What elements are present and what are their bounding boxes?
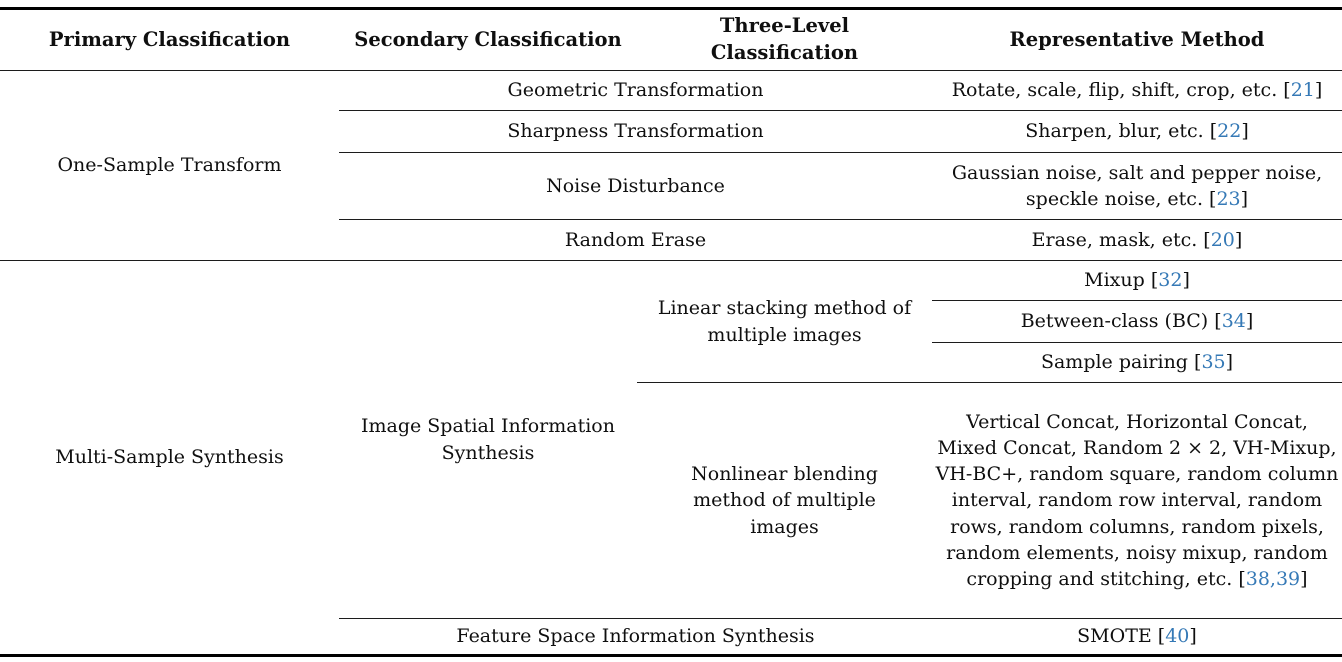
header-label: Three-Level Classification bbox=[710, 14, 859, 64]
bracket-close: ] bbox=[1240, 188, 1249, 210]
bracket-close: ] bbox=[1225, 351, 1234, 374]
cell-method-nonlinear-blending: Vertical Concat, Horizontal Concat, Mixe… bbox=[932, 382, 1342, 619]
method-text: Mixup bbox=[1084, 269, 1151, 292]
table-row-noise: Noise Disturbance Gaussian noise, salt a… bbox=[0, 152, 1342, 220]
cell-classification-noise: Noise Disturbance bbox=[339, 152, 932, 220]
cell-method-geometric: Rotate, scale, flip, shift, crop, etc. [… bbox=[932, 70, 1342, 111]
header-label: Secondary Classification bbox=[354, 27, 622, 51]
bracket-open: [ bbox=[1209, 120, 1218, 143]
bracket-open: [ bbox=[1194, 351, 1202, 374]
cell-classification-sharpness: Sharpness Transformation bbox=[339, 110, 932, 153]
citation-link[interactable]: 32 bbox=[1158, 269, 1183, 292]
cell-three-level-nonlinear-blending: Nonlinear blending method of multiple im… bbox=[637, 382, 932, 619]
col-header-representative-method: Representative Method bbox=[932, 8, 1342, 71]
cell-secondary-image-spatial: Image Spatial Information Synthesis bbox=[339, 260, 637, 619]
method-text: SMOTE bbox=[1077, 625, 1158, 648]
method-text: Gaussian noise, salt and pepper noise, s… bbox=[951, 161, 1323, 210]
cell-method-between-class: Between-class (BC) [34] bbox=[932, 300, 1342, 343]
cell-method-random-erase: Erase, mask, etc. [20] bbox=[932, 219, 1342, 261]
cell-three-level-linear-stacking: Linear stacking method of multiple image… bbox=[637, 260, 932, 383]
header-label: Primary Classification bbox=[48, 27, 291, 51]
bracket-open: [ bbox=[1157, 625, 1166, 648]
table-row-feature-space: Feature Space Information Synthesis SMOT… bbox=[0, 618, 1342, 656]
cell-method-noise: Gaussian noise, salt and pepper noise, s… bbox=[932, 152, 1342, 220]
bracket-close: ] bbox=[1300, 568, 1308, 591]
table-row-random-erase: Random Erase Erase, mask, etc. [20] bbox=[0, 219, 1342, 261]
cell-method-sample-pairing: Sample pairing [35] bbox=[932, 342, 1342, 383]
bracket-close: ] bbox=[1189, 625, 1197, 648]
bracket-close: ] bbox=[1245, 310, 1254, 333]
table-row-nonlinear-blending: Nonlinear blending method of multiple im… bbox=[0, 382, 1342, 619]
method-text: Vertical Concat, Horizontal Concat, Mixe… bbox=[935, 410, 1339, 591]
bracket-open: [ bbox=[1209, 188, 1217, 210]
header-label: Representative Method bbox=[1009, 27, 1265, 51]
citation-link[interactable]: 20 bbox=[1210, 228, 1235, 251]
classification-table: Primary Classification Secondary Classif… bbox=[0, 7, 1342, 657]
header-row: Primary Classification Secondary Classif… bbox=[0, 8, 1342, 71]
method-text: Erase, mask, etc. bbox=[1031, 228, 1204, 251]
col-header-secondary-classification: Secondary Classification bbox=[339, 8, 637, 71]
method-text: Between-class (BC) bbox=[1020, 310, 1215, 333]
bracket-close: ] bbox=[1314, 79, 1323, 102]
table-row-sharpness: Sharpness Transformation Sharpen, blur, … bbox=[0, 110, 1342, 153]
cell-method-mixup: Mixup [32] bbox=[932, 260, 1342, 301]
cell-method-sharpness: Sharpen, blur, etc. [22] bbox=[932, 110, 1342, 153]
method-text: Sharpen, blur, etc. bbox=[1025, 120, 1210, 143]
bracket-open: [ bbox=[1238, 568, 1246, 591]
citation-link[interactable]: 22 bbox=[1217, 120, 1242, 143]
three-level-label: Nonlinear blending method of multiple im… bbox=[691, 463, 878, 538]
cell-primary-multi-sample-synthesis: Multi-Sample Synthesis bbox=[0, 260, 339, 656]
cell-classification-geometric: Geometric Transformation bbox=[339, 70, 932, 111]
table-row-sample-pairing: Sample pairing [35] bbox=[0, 342, 1342, 383]
citation-link[interactable]: 23 bbox=[1216, 188, 1241, 210]
col-header-primary-classification: Primary Classification bbox=[0, 8, 339, 71]
table-row-geometric: One-Sample Transform Geometric Transform… bbox=[0, 70, 1342, 261]
cell-classification-random-erase: Random Erase bbox=[339, 219, 932, 261]
citation-link[interactable]: 21 bbox=[1290, 79, 1315, 102]
bracket-open: [ bbox=[1150, 269, 1159, 292]
table-row-mixup: Multi-Sample Synthesis Image Spatial Inf… bbox=[0, 260, 1342, 656]
three-level-label: Linear stacking method of multiple image… bbox=[657, 297, 912, 346]
citation-link[interactable]: 38,39 bbox=[1245, 568, 1301, 591]
cell-primary-one-sample-transform: One-Sample Transform bbox=[0, 70, 339, 261]
table-row-between-class: Between-class (BC) [34] bbox=[0, 300, 1342, 343]
bracket-open: [ bbox=[1283, 79, 1291, 102]
bracket-close: ] bbox=[1182, 269, 1190, 292]
bracket-close: ] bbox=[1241, 120, 1249, 143]
cell-method-smote: SMOTE [40] bbox=[932, 618, 1342, 656]
secondary-label: Image Spatial Information Synthesis bbox=[361, 415, 615, 464]
citation-link[interactable]: 34 bbox=[1221, 310, 1246, 333]
bracket-close: ] bbox=[1234, 228, 1243, 251]
method-text: Rotate, scale, flip, shift, crop, etc. bbox=[951, 79, 1284, 102]
bracket-open: [ bbox=[1203, 228, 1211, 251]
method-text: Sample pairing bbox=[1040, 351, 1195, 374]
citation-link[interactable]: 35 bbox=[1201, 351, 1226, 374]
citation-link[interactable]: 40 bbox=[1165, 625, 1190, 648]
col-header-three-level-classification: Three-Level Classification bbox=[637, 8, 932, 71]
bracket-open: [ bbox=[1214, 310, 1222, 333]
cell-secondary-feature-space: Feature Space Information Synthesis bbox=[339, 618, 932, 656]
